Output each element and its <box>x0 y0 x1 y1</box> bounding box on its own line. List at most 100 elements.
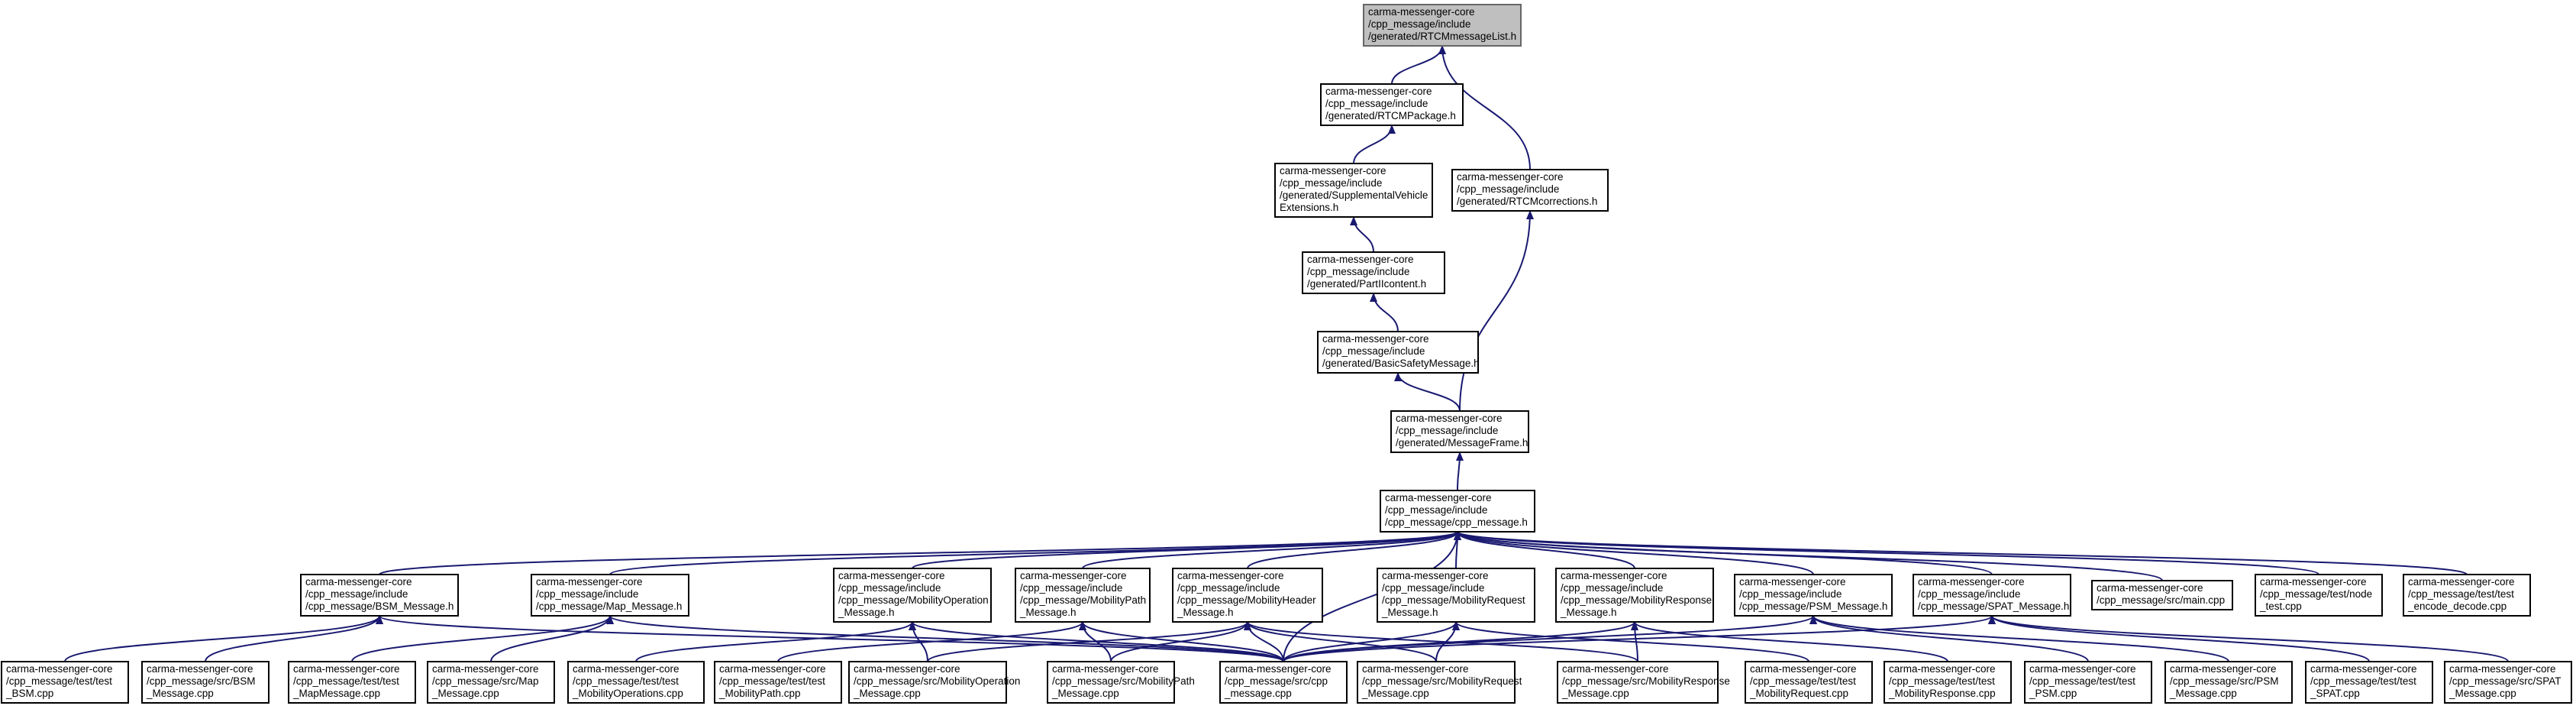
node-src-spat-message-cpp[interactable]: carma-messenger-core/cpp_message/src/SPA… <box>2444 661 2572 704</box>
edge-bsm_h-to-cpp_message_h <box>379 531 1461 575</box>
node-src-map-message-cpp[interactable]: carma-messenger-core/cpp_message/src/Map… <box>427 661 555 704</box>
node-label-line: /cpp_message/src/MobilityRequest <box>1362 675 1522 687</box>
node-label-line: _encode_decode.cpp <box>2407 601 2507 612</box>
node-label-line: carma-messenger-core <box>1325 86 1432 97</box>
node-label-line: _MobilityResponse.cpp <box>1888 688 1996 699</box>
file-nodes: carma-messenger-core/cpp_message/include… <box>1 4 2572 704</box>
node-src-mobility-path-message-cpp[interactable]: carma-messenger-core/cpp_message/src/Mob… <box>1047 661 1195 704</box>
node-mobility-request-message-h[interactable]: carma-messenger-core/cpp_message/include… <box>1377 568 1535 623</box>
node-test-psm-cpp[interactable]: carma-messenger-core/cpp_message/test/te… <box>2024 661 2152 704</box>
node-label-line: _message.cpp <box>1224 688 1292 699</box>
node-label-line: carma-messenger-core <box>2310 663 2417 675</box>
node-label-line: /cpp_message/src/cpp <box>1225 675 1328 687</box>
node-cpp-message-h[interactable]: carma-messenger-core/cpp_message/include… <box>1380 490 1535 533</box>
node-label-line: carma-messenger-core <box>1889 663 1996 675</box>
node-box <box>714 661 842 704</box>
node-label-line: _MapMessage.cpp <box>292 688 380 699</box>
node-test-mobility-response-cpp[interactable]: carma-messenger-core/cpp_message/test/te… <box>1884 661 2012 704</box>
node-label-line: /cpp_message/src/main.cpp <box>2097 594 2225 606</box>
edge-mobheader_h-to-cpp_message_h <box>1247 531 1461 569</box>
edge-src_cpp-to-bsm_h <box>376 615 1284 662</box>
node-rtcm-message-list-h[interactable]: carma-messenger-core/cpp_message/include… <box>1363 4 1522 47</box>
node-test-map-message-cpp[interactable]: carma-messenger-core/cpp_message/test/te… <box>288 661 416 704</box>
node-label-line: /cpp_message/src/SPAT <box>2449 675 2561 687</box>
node-label-line: carma-messenger-core <box>1177 570 1284 581</box>
node-label-line: /cpp_message/include <box>1385 504 1487 516</box>
node-label-line: /cpp_message/test/test <box>2408 588 2514 600</box>
node-box <box>1015 568 1151 623</box>
edge-supp_vehicle-to-rtcm_package <box>1353 125 1396 164</box>
node-label-line: /cpp_message/SPAT_Message.h <box>1918 601 2069 612</box>
node-rtcm-corrections-h[interactable]: carma-messenger-core/cpp_message/include… <box>1451 169 1609 212</box>
node-box <box>1734 574 1893 617</box>
node-label-line: /cpp_message/MobilityResponse <box>1561 594 1712 606</box>
node-partii-content-h[interactable]: carma-messenger-core/cpp_message/include… <box>1302 251 1445 294</box>
node-test-mobility-operations-cpp[interactable]: carma-messenger-core/cpp_message/test/te… <box>567 661 705 704</box>
node-src-mobility-response-message-cpp[interactable]: carma-messenger-core/cpp_message/src/Mob… <box>1557 661 1730 704</box>
edge-src_cpp-to-cpp_message_h <box>1283 531 1461 662</box>
node-test-bsm-cpp[interactable]: carma-messenger-core/cpp_message/test/te… <box>1 661 129 704</box>
edge-src_map-to-map_h <box>490 615 614 662</box>
node-box <box>1274 163 1433 218</box>
node-mobility-header-message-h[interactable]: carma-messenger-core/cpp_message/include… <box>1172 568 1323 623</box>
node-label-line: _Message.cpp <box>2169 688 2237 699</box>
node-label-line: carma-messenger-core <box>2029 663 2136 675</box>
node-mobility-path-message-h[interactable]: carma-messenger-core/cpp_message/include… <box>1015 568 1151 623</box>
node-test-spat-cpp[interactable]: carma-messenger-core/cpp_message/test/te… <box>2305 661 2433 704</box>
node-label-line: /cpp_message/test/test <box>719 675 825 687</box>
node-map-message-h[interactable]: carma-messenger-core/cpp_message/include… <box>531 574 689 617</box>
dependency-edges <box>64 45 2509 662</box>
node-label-line: /cpp_message/MobilityRequest <box>1382 594 1525 606</box>
node-label-line: /cpp_message/test/test <box>6 675 112 687</box>
node-basic-safety-message-h[interactable]: carma-messenger-core/cpp_message/include… <box>1317 331 1480 374</box>
node-label-line: /generated/MessageFrame.h <box>1396 437 1528 448</box>
edge-src_cpp-to-psm_h <box>1283 615 1817 662</box>
node-box <box>833 568 992 623</box>
node-label-line: /cpp_message/include <box>1739 588 1842 600</box>
node-test-mobility-request-cpp[interactable]: carma-messenger-core/cpp_message/test/te… <box>1745 661 1873 704</box>
node-psm-message-h[interactable]: carma-messenger-core/cpp_message/include… <box>1734 574 1893 617</box>
node-message-frame-h[interactable]: carma-messenger-core/cpp_message/include… <box>1390 410 1529 453</box>
node-label-line: /cpp_message/MobilityHeader <box>1177 594 1316 606</box>
node-label-line: Extensions.h <box>1280 202 1338 213</box>
node-test-encode-decode-cpp[interactable]: carma-messenger-core/cpp_message/test/te… <box>2403 574 2531 617</box>
node-node-test-cpp[interactable]: carma-messenger-core/cpp_message/test/no… <box>2255 574 2383 617</box>
node-src-cpp-message-cpp[interactable]: carma-messenger-core/cpp_message/src/cpp… <box>1219 661 1348 704</box>
node-test-mobility-path-cpp[interactable]: carma-messenger-core/cpp_message/test/te… <box>714 661 842 704</box>
node-label-line: /cpp_message/include <box>1561 582 1663 594</box>
node-label-line: _Message.cpp <box>1361 688 1429 699</box>
node-label-line: /cpp_message/src/BSM <box>147 675 256 687</box>
node-src-bsm-message-cpp[interactable]: carma-messenger-core/cpp_message/src/BSM… <box>141 661 270 704</box>
node-label-line: /cpp_message/include <box>1322 345 1425 357</box>
node-label-line: /generated/BasicSafetyMessage.h <box>1322 358 1480 369</box>
node-label-line: carma-messenger-core <box>1368 6 1475 18</box>
edge-src_cpp-to-spat_h <box>1283 615 1996 662</box>
node-label-line: /cpp_message/include <box>838 582 941 594</box>
node-box <box>1555 568 1714 623</box>
edge-src_bsm-to-bsm_h <box>205 615 383 662</box>
node-label-line: /cpp_message/MobilityPath <box>1020 594 1146 606</box>
node-rtcm-package-h[interactable]: carma-messenger-core/cpp_message/include… <box>1320 83 1464 126</box>
node-label-line: carma-messenger-core <box>1385 492 1492 503</box>
node-label-line: carma-messenger-core <box>2170 663 2277 675</box>
node-supplemental-vehicle-extensions-h[interactable]: carma-messenger-core/cpp_message/include… <box>1274 163 1433 218</box>
edge-src_mobop-to-mobheader_h <box>927 621 1251 662</box>
node-label-line: /generated/RTCMPackage.h <box>1325 110 1456 121</box>
node-label-line: carma-messenger-core <box>1561 570 1667 581</box>
node-src-psm-message-cpp[interactable]: carma-messenger-core/cpp_message/src/PSM… <box>2164 661 2293 704</box>
node-label-line: _PSM.cpp <box>2029 688 2077 699</box>
node-label-line: carma-messenger-core <box>1918 576 2025 588</box>
node-label-line: /cpp_message/src/MobilityOperation <box>854 675 1020 687</box>
node-spat-message-h[interactable]: carma-messenger-core/cpp_message/include… <box>1913 574 2071 617</box>
node-mobility-response-message-h[interactable]: carma-messenger-core/cpp_message/include… <box>1555 568 1714 623</box>
node-mobility-operation-message-h[interactable]: carma-messenger-core/cpp_message/include… <box>833 568 992 623</box>
node-main-cpp[interactable]: carma-messenger-core/cpp_message/src/mai… <box>2091 580 2233 610</box>
node-src-mobility-operation-message-cpp[interactable]: carma-messenger-core/cpp_message/src/Mob… <box>848 661 1020 704</box>
node-label-line: carma-messenger-core <box>1225 663 1332 675</box>
node-bsm-message-h[interactable]: carma-messenger-core/cpp_message/include… <box>300 574 459 617</box>
node-label-line: /generated/PartIIcontent.h <box>1307 278 1426 290</box>
node-label-line: _Message.cpp <box>1561 688 1629 699</box>
node-label-line: _Message.h <box>1019 607 1077 618</box>
node-src-mobility-request-message-cpp[interactable]: carma-messenger-core/cpp_message/src/Mob… <box>1357 661 1522 704</box>
edge-test_psm-to-psm_h <box>1809 615 2089 662</box>
